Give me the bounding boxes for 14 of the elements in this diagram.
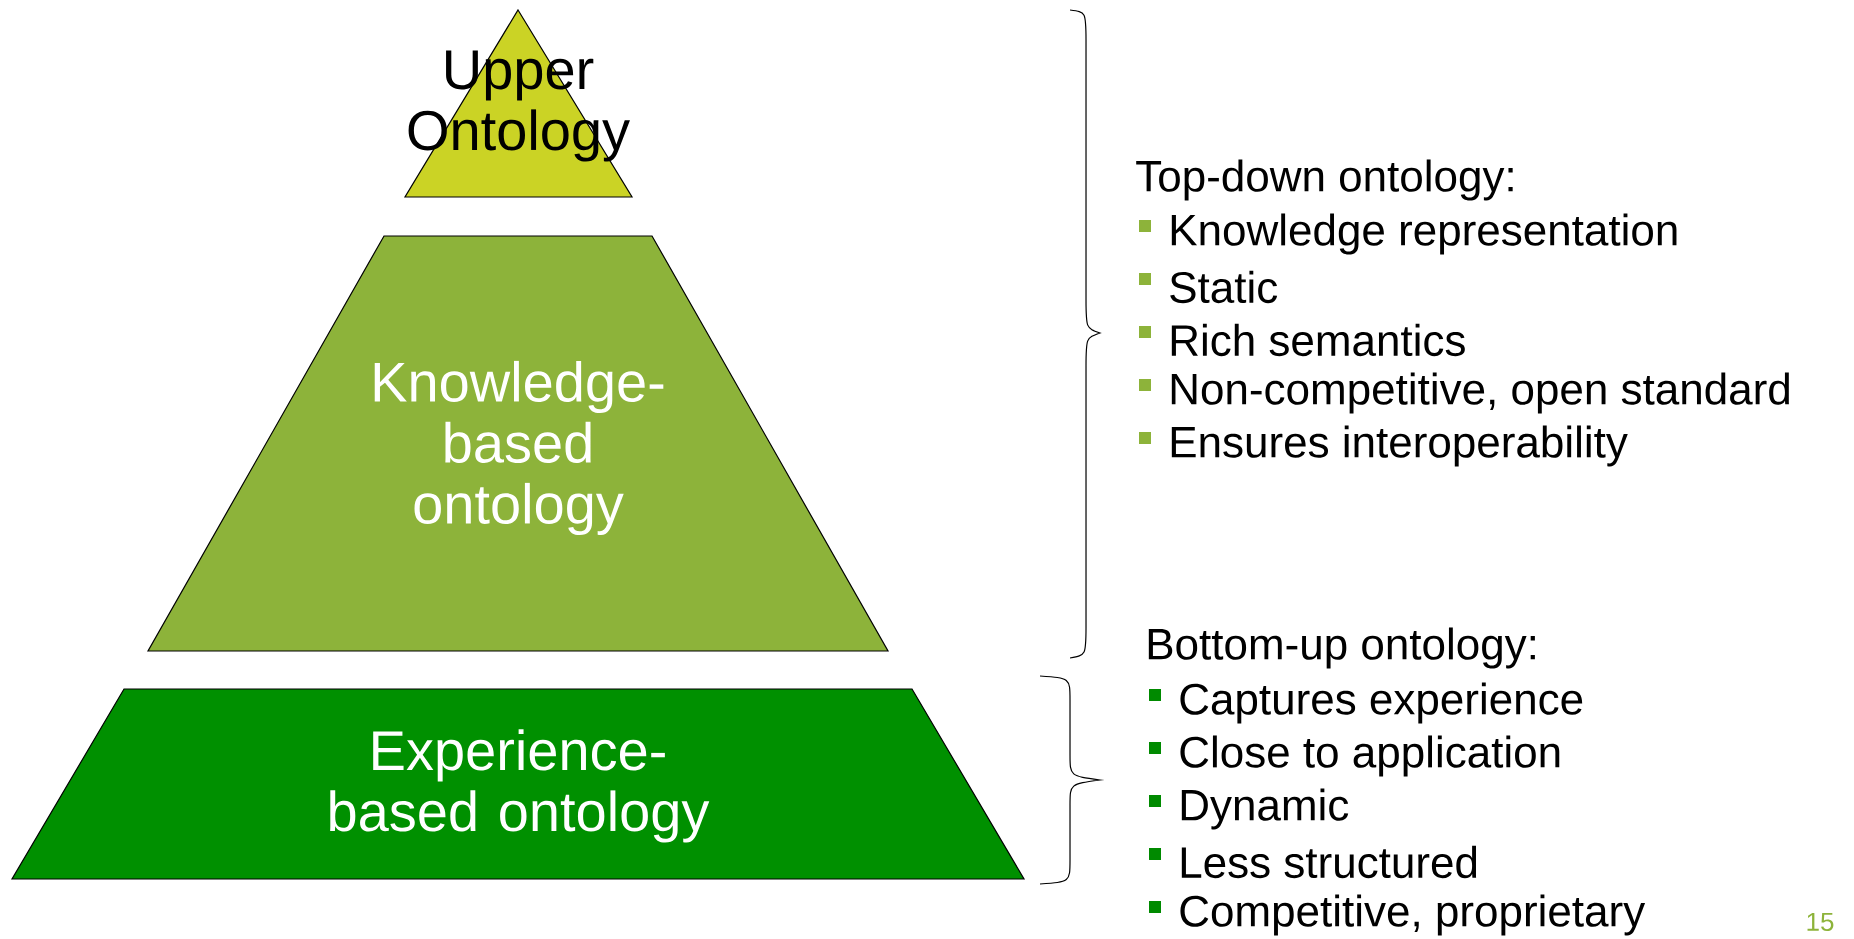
bullet-text: Close to application — [1180, 735, 1560, 777]
trapezoid-layer: Knowledge-based ontology — [147, 235, 890, 652]
page-number: 15 — [1807, 912, 1834, 932]
bullet-text: Non-competitive, open standard — [1171, 372, 1789, 414]
bullet-text: Ensures interoperability — [1171, 425, 1628, 467]
bullet-text: Rich semantics — [1171, 323, 1465, 357]
bullet-text: Dynamic — [1181, 788, 1349, 830]
bullet-text: Captures experience — [1180, 682, 1583, 724]
bullet-text: Knowledge representation — [1171, 213, 1677, 255]
bullet-text: Competitive, proprietary — [1180, 894, 1646, 936]
bullet-text: Static — [1170, 270, 1278, 304]
bullet-text: Less structured — [1181, 845, 1477, 879]
heading: Bottom-up ontology: — [1148, 627, 1535, 669]
heading: Top-down ontology: — [1136, 159, 1513, 201]
